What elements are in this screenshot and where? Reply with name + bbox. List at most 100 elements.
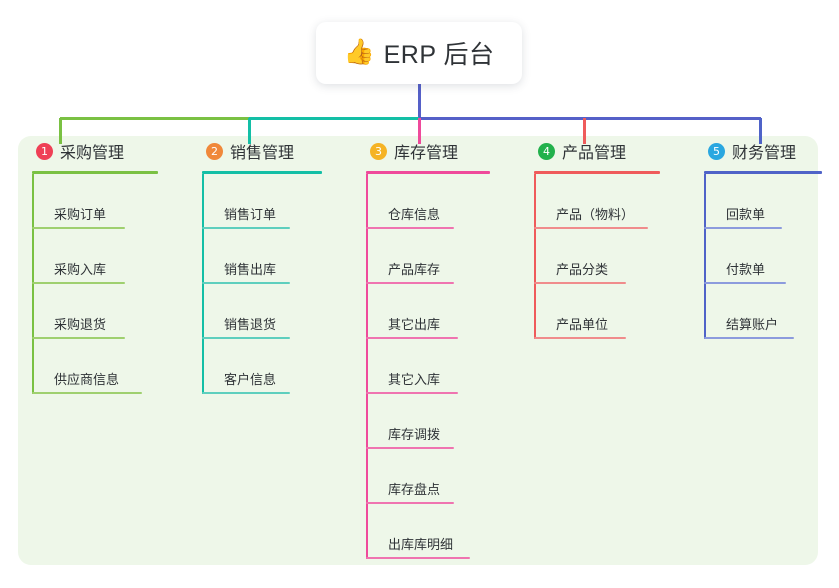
column-header-4[interactable]: 4 产品管理 xyxy=(520,136,680,166)
leaf-label: 产品单位 xyxy=(556,317,609,332)
leaf-underline xyxy=(32,282,125,284)
column-children-3: 仓库信息产品库存其它出库其它入库库存调拨库存盘点出库库明细 xyxy=(352,174,522,559)
root-title: ERP 后台 xyxy=(383,41,495,69)
leaf-label: 其它入库 xyxy=(388,372,441,387)
column-header-2[interactable]: 2 销售管理 xyxy=(188,136,348,166)
leaf-underline xyxy=(366,557,470,559)
leaf-underline xyxy=(534,282,626,284)
column-spine-1 xyxy=(32,174,34,394)
column-title-3: 库存管理 xyxy=(394,145,459,162)
leaf-label: 产品（物料） xyxy=(556,207,635,222)
column-title-5: 财务管理 xyxy=(732,145,797,162)
column-title-4: 产品管理 xyxy=(562,145,627,162)
leaf-node[interactable]: 产品单位 xyxy=(520,284,680,339)
leaf-underline xyxy=(366,447,454,449)
leaf-underline xyxy=(366,337,458,339)
leaf-node[interactable]: 销售退货 xyxy=(188,284,348,339)
column-children-5: 回款单付款单结算账户 xyxy=(690,174,839,339)
leaf-underline xyxy=(366,502,454,504)
leaf-node[interactable]: 采购订单 xyxy=(18,174,178,229)
column-header-1[interactable]: 1 采购管理 xyxy=(18,136,178,166)
column-children-4: 产品（物料） 产品分类产品单位 xyxy=(520,174,680,339)
leaf-node[interactable]: 客户信息 xyxy=(188,339,348,394)
leaf-label: 采购入库 xyxy=(54,262,107,277)
leaf-label: 库存盘点 xyxy=(388,482,441,497)
leaf-label: 库存调拨 xyxy=(388,427,441,442)
column-4: 4 产品管理产品（物料） 产品分类产品单位 xyxy=(520,136,680,339)
leaf-node[interactable]: 回款单 xyxy=(690,174,839,229)
leaf-node[interactable]: 仓库信息 xyxy=(352,174,522,229)
leaf-label: 采购退货 xyxy=(54,317,107,332)
column-badge-5: 5 xyxy=(708,142,725,160)
leaf-underline xyxy=(366,227,454,229)
column-badge-3: 3 xyxy=(370,142,387,160)
leaf-underline xyxy=(202,227,290,229)
leaf-node[interactable]: 出库库明细 xyxy=(352,504,522,559)
column-children-2: 销售订单销售出库销售退货客户信息 xyxy=(188,174,348,394)
leaf-label: 销售订单 xyxy=(224,207,277,222)
leaf-label: 产品库存 xyxy=(388,262,441,277)
leaf-label: 其它出库 xyxy=(388,317,441,332)
column-spine-3 xyxy=(366,174,368,559)
leaf-node[interactable]: 结算账户 xyxy=(690,284,839,339)
diagram-panel xyxy=(18,136,818,565)
leaf-label: 付款单 xyxy=(726,262,766,277)
column-underline-5 xyxy=(704,171,822,174)
leaf-underline xyxy=(534,337,626,339)
leaf-node[interactable]: 产品（物料） xyxy=(520,174,680,229)
column-2: 2 销售管理销售订单销售出库销售退货客户信息 xyxy=(188,136,348,394)
leaf-node[interactable]: 付款单 xyxy=(690,229,839,284)
leaf-underline xyxy=(202,337,290,339)
column-3: 3 库存管理仓库信息产品库存其它出库其它入库库存调拨库存盘点出库库明细 xyxy=(352,136,522,559)
column-underline-2 xyxy=(202,171,322,174)
column-underline-3 xyxy=(366,171,490,174)
leaf-node[interactable]: 产品分类 xyxy=(520,229,680,284)
leaf-node[interactable]: 库存盘点 xyxy=(352,449,522,504)
leaf-label: 供应商信息 xyxy=(54,372,120,387)
leaf-underline xyxy=(202,282,290,284)
leaf-node[interactable]: 库存调拨 xyxy=(352,394,522,449)
column-header-3[interactable]: 3 库存管理 xyxy=(352,136,522,166)
leaf-node[interactable]: 产品库存 xyxy=(352,229,522,284)
leaf-label: 销售退货 xyxy=(224,317,277,332)
leaf-label: 产品分类 xyxy=(556,262,609,277)
column-title-2: 销售管理 xyxy=(230,145,295,162)
leaf-node[interactable]: 采购退货 xyxy=(18,284,178,339)
column-badge-4: 4 xyxy=(538,142,555,160)
column-5: 5 财务管理回款单付款单结算账户 xyxy=(690,136,839,339)
leaf-label: 销售出库 xyxy=(224,262,277,277)
column-underline-4 xyxy=(534,171,660,174)
leaf-label: 出库库明细 xyxy=(388,537,454,552)
thumbs-up-icon: 👍 xyxy=(343,37,375,66)
leaf-label: 结算账户 xyxy=(726,317,779,332)
leaf-node[interactable]: 其它出库 xyxy=(352,284,522,339)
leaf-node[interactable]: 采购入库 xyxy=(18,229,178,284)
column-header-5[interactable]: 5 财务管理 xyxy=(690,136,839,166)
column-children-1: 采购订单采购入库采购退货供应商信息 xyxy=(18,174,178,394)
leaf-node[interactable]: 销售出库 xyxy=(188,229,348,284)
leaf-underline xyxy=(534,227,648,229)
column-title-1: 采购管理 xyxy=(60,145,125,162)
leaf-underline xyxy=(366,392,458,394)
leaf-underline xyxy=(32,337,125,339)
leaf-label: 客户信息 xyxy=(224,372,277,387)
column-spine-4 xyxy=(534,174,536,339)
leaf-node[interactable]: 其它入库 xyxy=(352,339,522,394)
leaf-underline xyxy=(32,227,125,229)
root-node[interactable]: 👍 ERP 后台 xyxy=(316,22,522,84)
leaf-underline xyxy=(202,392,290,394)
leaf-underline xyxy=(704,227,782,229)
leaf-label: 回款单 xyxy=(726,207,766,222)
column-badge-2: 2 xyxy=(206,142,223,160)
leaf-node[interactable]: 销售订单 xyxy=(188,174,348,229)
column-badge-1: 1 xyxy=(36,142,53,160)
leaf-node[interactable]: 供应商信息 xyxy=(18,339,178,394)
column-underline-1 xyxy=(32,171,158,174)
column-1: 1 采购管理采购订单采购入库采购退货供应商信息 xyxy=(18,136,178,394)
leaf-underline xyxy=(366,282,454,284)
leaf-underline xyxy=(32,392,142,394)
leaf-label: 仓库信息 xyxy=(388,207,441,222)
leaf-underline xyxy=(704,337,794,339)
column-spine-2 xyxy=(202,174,204,394)
column-spine-5 xyxy=(704,174,706,339)
